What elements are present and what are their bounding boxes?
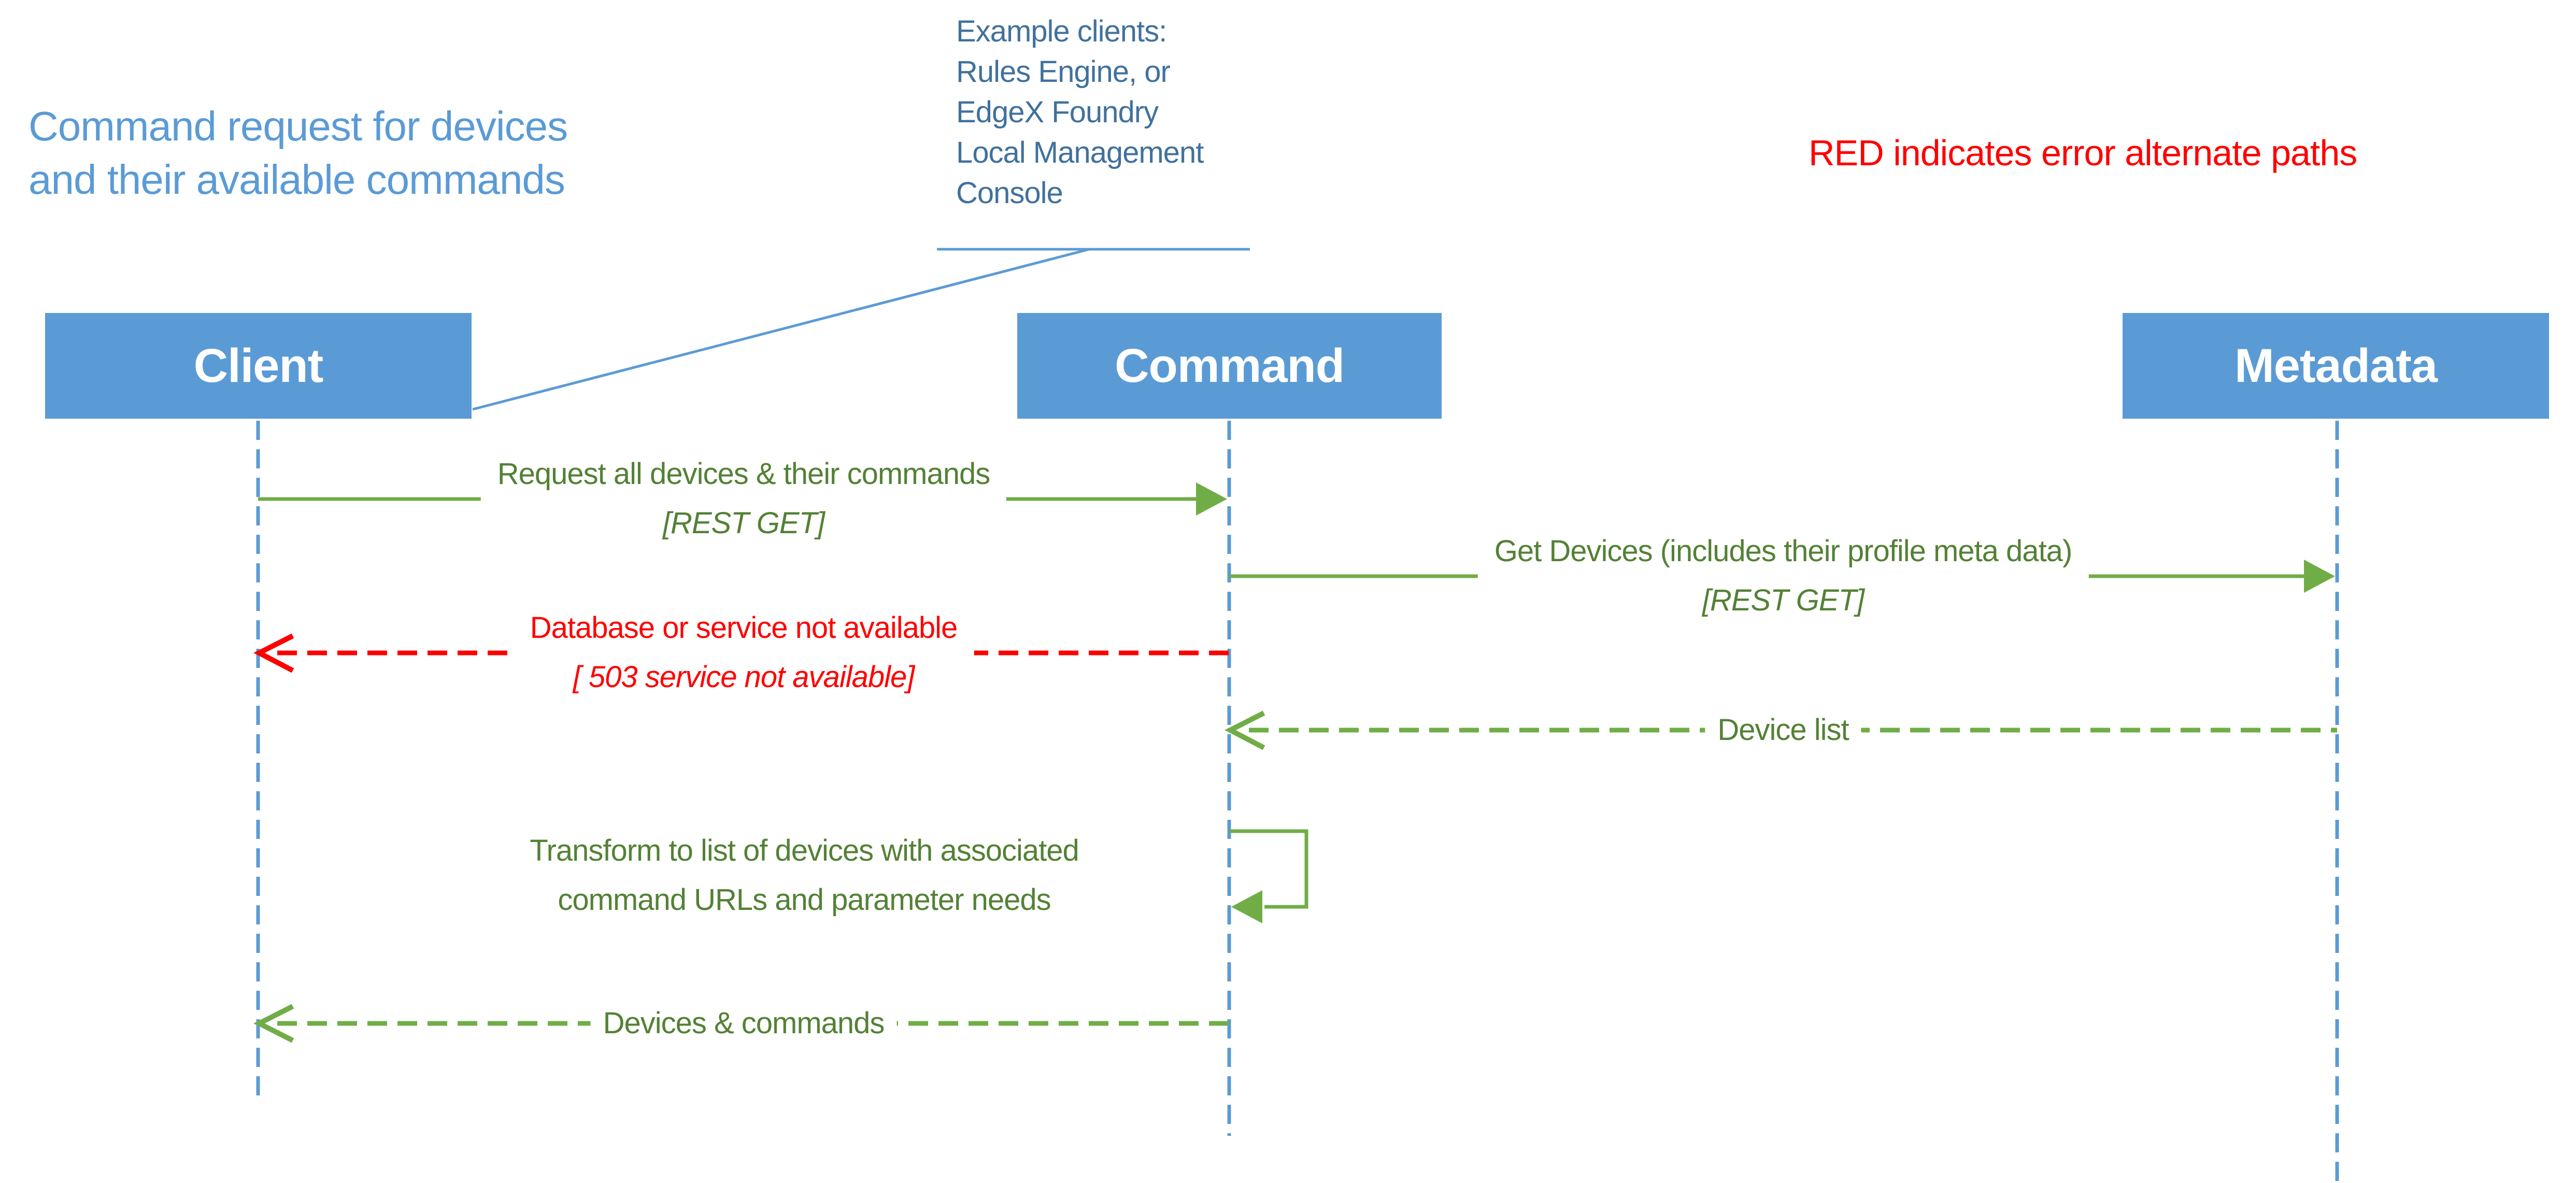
message-label-device-list: Device list bbox=[1705, 707, 1861, 753]
message-rest-verb: [REST GET] bbox=[662, 506, 825, 540]
device-list-arrowhead bbox=[1225, 710, 1265, 750]
note-leader-line bbox=[472, 248, 1090, 411]
red-error-legend: RED indicates error alternate paths bbox=[1809, 133, 2357, 173]
message-text: command URLs and parameter needs bbox=[558, 883, 1051, 917]
actor-client: Client bbox=[45, 313, 472, 419]
message-label-get-devices: Get Devices (includes their profile meta… bbox=[1477, 526, 2089, 625]
self-loop-arrowhead bbox=[1231, 890, 1262, 923]
message-rest-verb: [REST GET] bbox=[1702, 583, 1865, 617]
actor-metadata: Metadata bbox=[2123, 313, 2549, 419]
message-label-transform-self-loop: Transform to list of devices with associ… bbox=[513, 826, 1095, 924]
example-clients-note: Example clients: Rules Engine, or EdgeX … bbox=[956, 15, 1204, 210]
message-error-code: [ 503 service not available] bbox=[573, 660, 915, 694]
diagram-title: Command request for devices and their av… bbox=[29, 103, 568, 203]
self-loop-arrow bbox=[1229, 829, 1308, 909]
message-text: Database or service not available bbox=[530, 611, 958, 645]
message-label-service-not-available: Database or service not available [ 503 … bbox=[513, 603, 974, 702]
error-return-arrowhead bbox=[253, 633, 294, 673]
message-label-devices-and-commands: Devices & commands bbox=[590, 1000, 897, 1047]
message-text: Request all devices & their commands bbox=[497, 457, 990, 491]
request-arrowhead bbox=[1196, 482, 1227, 516]
get-devices-arrowhead bbox=[2304, 560, 2335, 593]
message-text: Transform to list of devices with associ… bbox=[530, 834, 1079, 867]
devices-commands-arrowhead bbox=[253, 1004, 294, 1043]
message-label-request-all-devices: Request all devices & their commands [RE… bbox=[480, 449, 1007, 548]
actor-command: Command bbox=[1017, 313, 1442, 419]
message-text: Get Devices (includes their profile meta… bbox=[1494, 534, 2073, 568]
